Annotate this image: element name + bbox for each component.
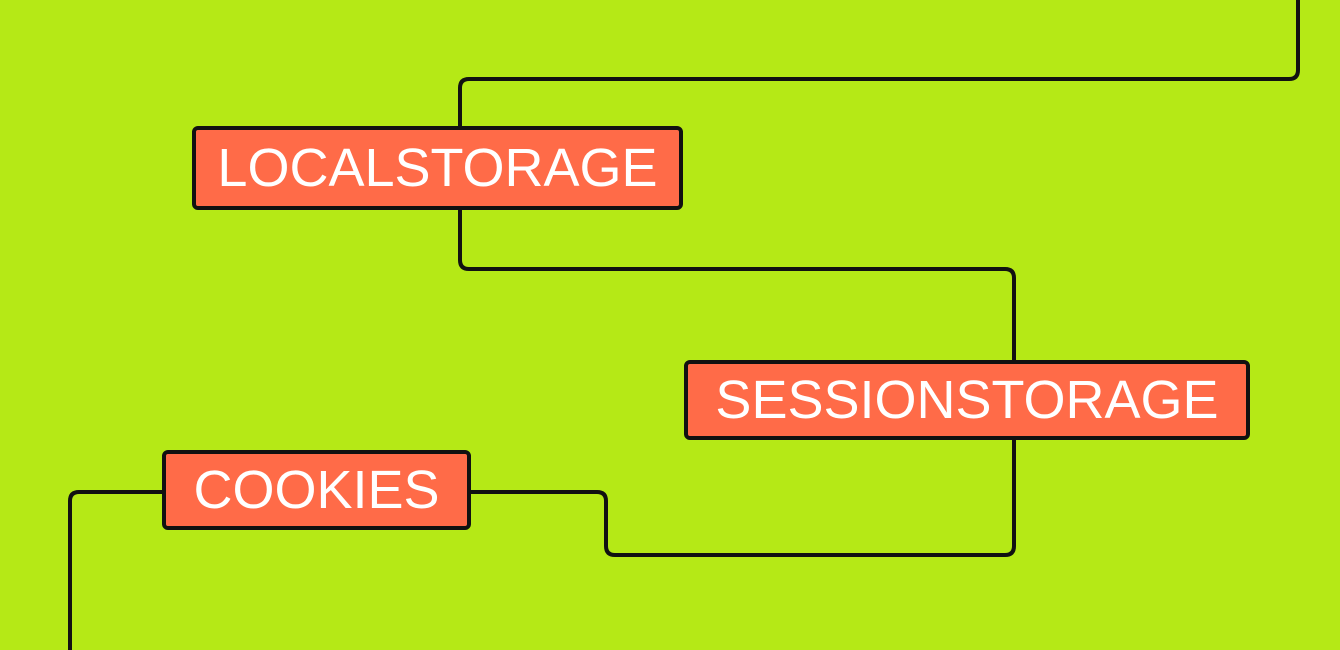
sessionstorage-node: SESSIONSTORAGE xyxy=(684,360,1250,440)
cookies-label: COOKIES xyxy=(193,460,440,520)
localstorage-label: LOCALSTORAGE xyxy=(217,138,658,198)
connector-top-to-localstorage xyxy=(458,0,1300,130)
connector-sessionstorage-to-cookies xyxy=(467,436,1016,557)
connector-cookies-to-bottom xyxy=(68,490,166,650)
localstorage-node: LOCALSTORAGE xyxy=(192,126,683,210)
sessionstorage-label: SESSIONSTORAGE xyxy=(715,370,1219,430)
cookies-node: COOKIES xyxy=(162,450,471,530)
connector-localstorage-to-sessionstorage xyxy=(458,206,1016,364)
